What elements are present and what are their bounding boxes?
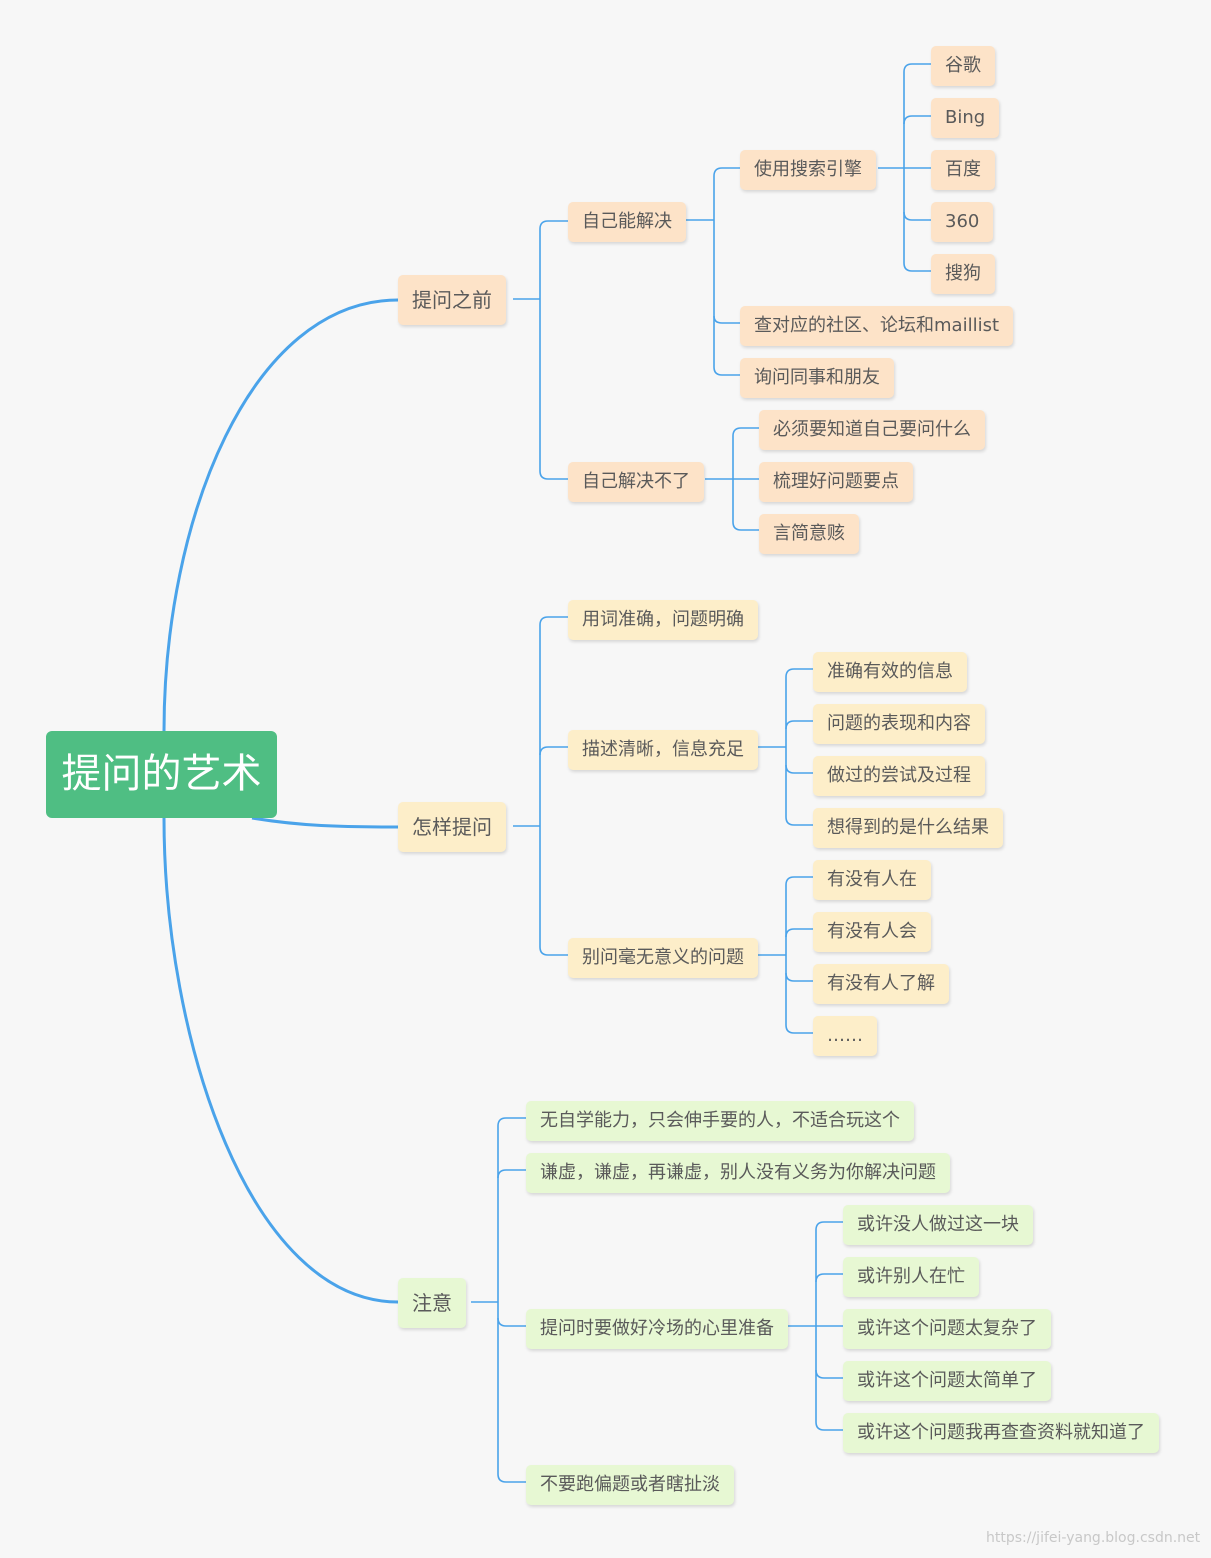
link-to-youmeiyourenhui: [785, 928, 813, 938]
link-biewen-bracket: [785, 876, 795, 1034]
topic-youmeiyourenliaojie[interactable]: 有没有人了解: [813, 964, 949, 1004]
link-to-changshi: [785, 764, 813, 774]
link-zijinengjiejue-bracket: [713, 167, 723, 376]
topic-xunwentongshi[interactable]: 询问同事和朋友: [740, 358, 894, 398]
link-miaoshu-bracket: [785, 668, 795, 826]
topic-guge[interactable]: 谷歌: [931, 46, 995, 86]
topic-huoxubierenzaimang[interactable]: 或许别人在忙: [843, 1257, 979, 1297]
topic-xiangdedaodejieguo[interactable]: 想得到的是什么结果: [813, 808, 1003, 848]
link-zenyang-bracket: [539, 616, 549, 956]
topic-bing[interactable]: Bing: [931, 98, 1000, 138]
topic-chaduiyingshequ[interactable]: 查对应的社区、论坛和maillist: [740, 306, 1014, 346]
topic-ellipsis[interactable]: ……: [813, 1016, 877, 1056]
topic-qianxu[interactable]: 谦虚，谦虚，再谦虚，别人没有义务为你解决问题: [526, 1153, 950, 1193]
topic-sougou[interactable]: 搜狗: [931, 254, 995, 294]
link-to-huoxu2: [815, 1273, 843, 1283]
link-to-shequ: [713, 315, 740, 324]
link-root-to-zenyang: [251, 816, 399, 829]
topic-youmeiyourenzai[interactable]: 有没有人在: [813, 860, 931, 900]
link-to-bing: [903, 115, 931, 125]
topic-huoxumeirenzuoguo[interactable]: 或许没人做过这一块: [843, 1205, 1033, 1245]
topic-huoxutaifuza[interactable]: 或许这个问题太复杂了: [843, 1309, 1051, 1349]
topic-huoxutaijiandan[interactable]: 或许这个问题太简单了: [843, 1361, 1051, 1401]
topic-shiyongsousuoyinqing[interactable]: 使用搜索引擎: [740, 150, 876, 190]
link-to-lengchang: [497, 1317, 526, 1327]
topic-yanjianyigai[interactable]: 言简意赅: [759, 514, 859, 554]
root-topic[interactable]: 提问的艺术: [46, 731, 277, 818]
topic-wuzixuenengli[interactable]: 无自学能力，只会伸手要的人，不适合玩这个: [526, 1101, 914, 1141]
topic-miaoshuqingxi[interactable]: 描述清晰，信息充足: [568, 730, 758, 770]
topic-bixuyaozhidao[interactable]: 必须要知道自己要问什么: [759, 410, 985, 450]
topic-shulihaowenti[interactable]: 梳理好问题要点: [759, 462, 913, 502]
topic-zijinengjiejue[interactable]: 自己能解决: [568, 202, 686, 242]
link-to-youmeiyourenliaojie: [785, 972, 813, 982]
link-root-to-tiwenzhiqian: [162, 298, 399, 732]
topic-360[interactable]: 360: [931, 202, 994, 242]
topic-huoxuchachaziliao[interactable]: 或许这个问题我再查查资料就知道了: [843, 1413, 1159, 1453]
topic-wentidebiaoxian[interactable]: 问题的表现和内容: [813, 704, 985, 744]
link-to-miaoshu: [539, 746, 568, 756]
topic-yongcizhunque[interactable]: 用词准确，问题明确: [568, 600, 758, 640]
link-tiwenzhiqian-bracket: [539, 220, 549, 480]
topic-buyaopaopianti[interactable]: 不要跑偏题或者瞎扯淡: [526, 1465, 734, 1505]
link-to-qianxu: [497, 1169, 526, 1179]
topic-youmeiyourenhui[interactable]: 有没有人会: [813, 912, 931, 952]
topic-zijijiejuebuliao[interactable]: 自己解决不了: [568, 462, 704, 502]
link-to-huoxu4: [815, 1369, 843, 1379]
watermark: https://jifei-yang.blog.csdn.net: [986, 1530, 1201, 1546]
topic-baidu[interactable]: 百度: [931, 150, 995, 190]
branch-zhuyi[interactable]: 注意: [398, 1278, 466, 1328]
topic-zhunqueyouxiao[interactable]: 准确有效的信息: [813, 652, 967, 692]
link-root-to-zhuyi: [162, 817, 399, 1304]
branch-tiwenzhiqian[interactable]: 提问之前: [398, 275, 506, 325]
branch-zenyangtiwen[interactable]: 怎样提问: [398, 802, 506, 852]
link-to-biaoxian: [785, 720, 813, 730]
link-zhuyi-bracket: [497, 1117, 507, 1483]
link-to-360: [903, 211, 931, 221]
topic-zuoguodechangshi[interactable]: 做过的尝试及过程: [813, 756, 985, 796]
topic-biewenhaowuyiyi[interactable]: 别问毫无意义的问题: [568, 938, 758, 978]
topic-lengchangzhunbei[interactable]: 提问时要做好冷场的心里准备: [526, 1309, 788, 1349]
